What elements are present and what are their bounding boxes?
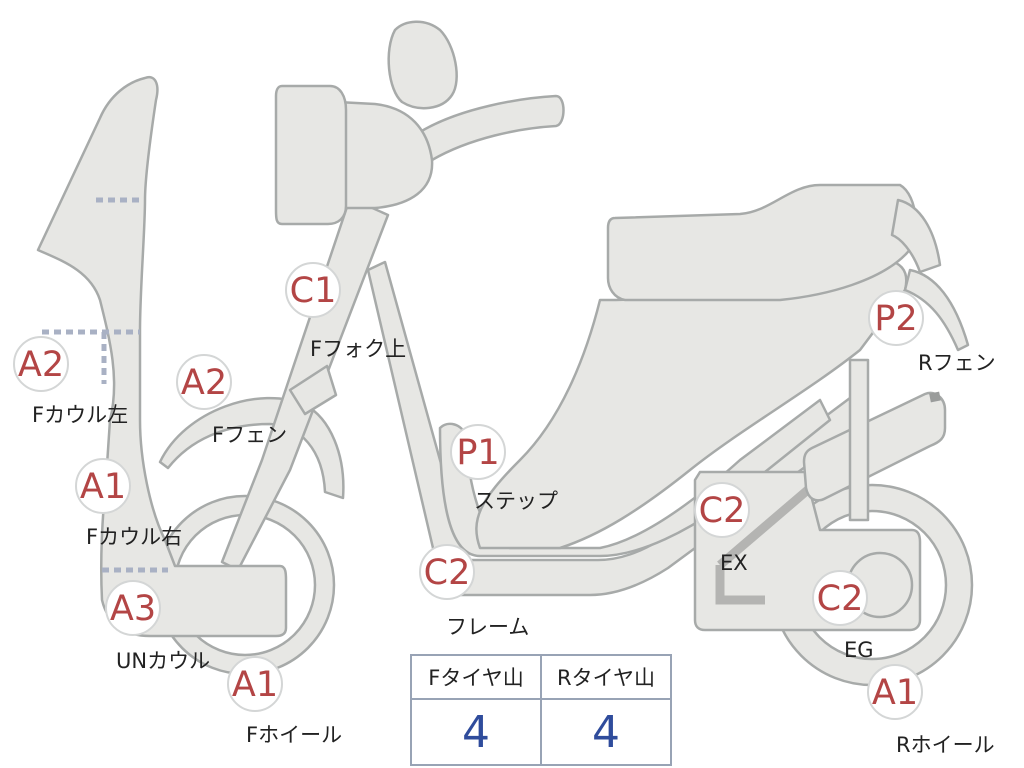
badge-circle (227, 656, 283, 712)
tail (890, 198, 942, 274)
rear-tyre-header: Rタイヤ山 (540, 654, 672, 700)
part-label: EG (844, 638, 874, 662)
part-label: Rホイール (896, 733, 995, 757)
badge-circle (867, 664, 923, 720)
damage-code: P2 (874, 299, 917, 339)
part-label: ステップ (474, 489, 558, 513)
damage-code: C2 (424, 553, 471, 593)
badge-circle (13, 336, 69, 392)
part-label: Fフェン (212, 423, 287, 447)
muffler (802, 391, 947, 502)
badge-circle (176, 354, 232, 410)
front-tyre-header: Fタイヤ山 (410, 654, 542, 700)
damage-code: A1 (80, 467, 126, 507)
seat (606, 183, 918, 302)
handlebar (418, 94, 565, 162)
badge-circle (285, 262, 341, 318)
part-marker-frame: C2 フレーム (419, 544, 529, 639)
exhaust-pipe (715, 565, 765, 605)
rear-shock (848, 358, 870, 522)
part-label: Rフェン (918, 351, 996, 375)
badge-circle (105, 580, 161, 636)
rear-tyre-value: 4 (540, 698, 672, 766)
fork-clamp (288, 364, 338, 416)
tyre-table: Fタイヤ山 Rタイヤ山 4 4 (410, 654, 672, 766)
front-cowl (36, 75, 288, 638)
badge-circle (450, 424, 506, 480)
front-tyre-value: 4 (410, 698, 542, 766)
badge-circle (419, 544, 475, 600)
badge-circle (75, 458, 131, 514)
part-label: UNカウル (116, 649, 210, 673)
damage-code: C2 (699, 491, 746, 531)
damage-code: C1 (290, 271, 337, 311)
part-label: Fフォク上 (310, 337, 406, 361)
part-marker-step: P1 ステップ (450, 424, 558, 513)
badge-circle (812, 570, 868, 626)
part-label: フレーム (446, 615, 529, 639)
handle-grip (274, 84, 348, 226)
damage-code: A2 (181, 363, 227, 403)
exhaust-link (717, 484, 813, 569)
part-label: EX (720, 551, 748, 575)
damage-code: A2 (18, 345, 64, 385)
damage-code: C2 (817, 579, 864, 619)
part-label: Fカウル左 (32, 403, 128, 427)
damage-code: A1 (872, 673, 918, 713)
headlight (387, 20, 458, 110)
part-label: Fカウル右 (86, 525, 182, 549)
badge-circle (868, 290, 924, 346)
rear-fender (903, 268, 970, 352)
part-label: Fホイール (246, 723, 342, 747)
damage-code: A3 (110, 589, 156, 629)
badge-circle (694, 482, 750, 538)
shock-rod (929, 391, 941, 403)
damage-code: P1 (456, 433, 499, 473)
damage-code: A1 (232, 665, 278, 705)
